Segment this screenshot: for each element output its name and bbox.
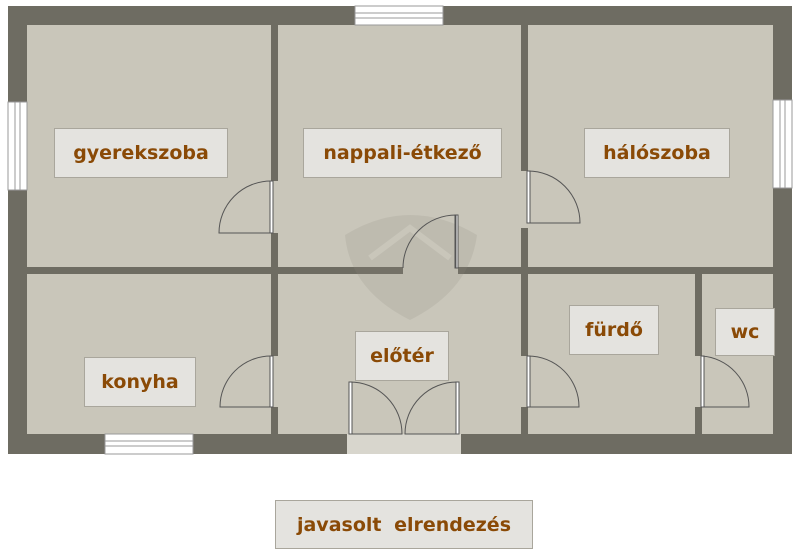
wall-vertical-1-top <box>271 25 278 181</box>
room-label-eloter: előtér <box>355 331 449 381</box>
window-left <box>7 101 28 191</box>
room-label-konyha: konyha <box>84 357 196 407</box>
wall-vertical-1-mid <box>271 233 278 274</box>
door-wc <box>700 355 750 408</box>
door-konyha <box>219 355 274 408</box>
windows <box>7 5 793 455</box>
door-entrance <box>348 381 460 435</box>
window-bottom <box>104 433 194 455</box>
wall-horizontal-left <box>27 267 403 274</box>
doors <box>218 170 750 435</box>
wall-vertical-5-bottom <box>695 407 702 434</box>
wall-vertical-3-top <box>521 25 528 171</box>
wall-vertical-4-bottom <box>521 407 528 434</box>
interior-walls <box>27 25 773 434</box>
wall-vertical-5-top <box>695 274 702 356</box>
wall-horizontal-right <box>458 267 773 274</box>
wall-vertical-2-top <box>271 274 278 356</box>
entrance-opening <box>347 434 461 454</box>
wall-vertical-2-bottom <box>271 407 278 434</box>
door-furdo <box>526 355 580 408</box>
room-label-wc: wc <box>715 308 775 356</box>
window-top <box>354 5 444 26</box>
wall-vertical-3-mid <box>521 228 528 274</box>
room-label-haloszoba: hálószoba <box>584 128 730 178</box>
wall-vertical-4-top <box>521 274 528 356</box>
room-label-nappali: nappali-étkező <box>303 128 502 178</box>
door-haloszoba <box>526 170 581 224</box>
room-label-furdo: fürdő <box>569 305 659 355</box>
door-gyerekszoba <box>218 180 274 234</box>
door-nappali <box>402 214 459 269</box>
house-shield-watermark-icon <box>345 215 477 320</box>
layout-caption: javasolt elrendezés <box>275 500 533 549</box>
window-right <box>772 99 793 189</box>
room-label-gyerekszoba: gyerekszoba <box>54 128 228 178</box>
